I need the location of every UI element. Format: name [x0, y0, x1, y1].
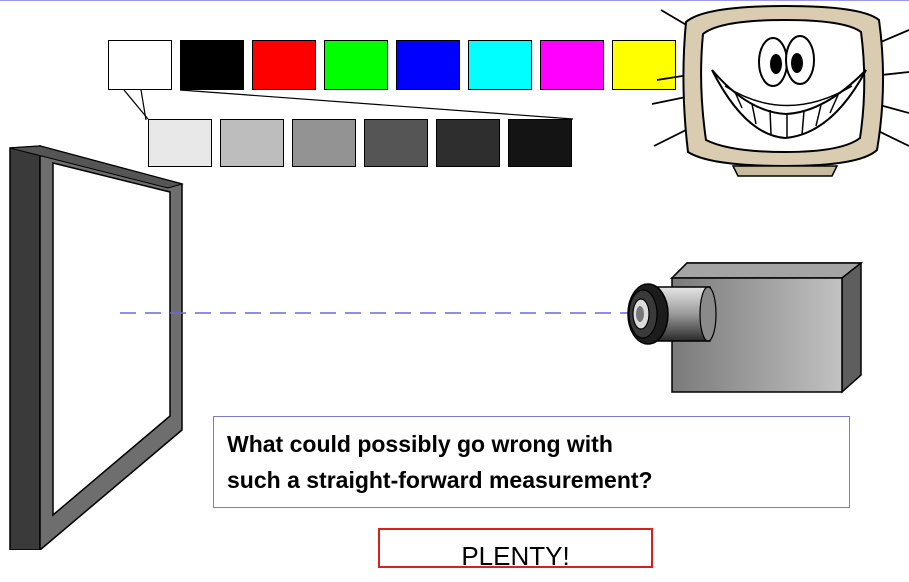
answer-box: PLENTY! [378, 528, 653, 568]
camera-icon [628, 263, 861, 392]
question-line-1: What could possibly go wrong with [227, 426, 849, 462]
question-text-box: What could possibly go wrong with such a… [213, 416, 850, 508]
question-line-2: such a straight-forward measurement? [227, 462, 849, 498]
swatch-connector-lines [124, 90, 573, 120]
answer-text: PLENTY! [461, 541, 569, 571]
smiling-tv-icon [652, 6, 909, 176]
display-panel [10, 146, 182, 550]
